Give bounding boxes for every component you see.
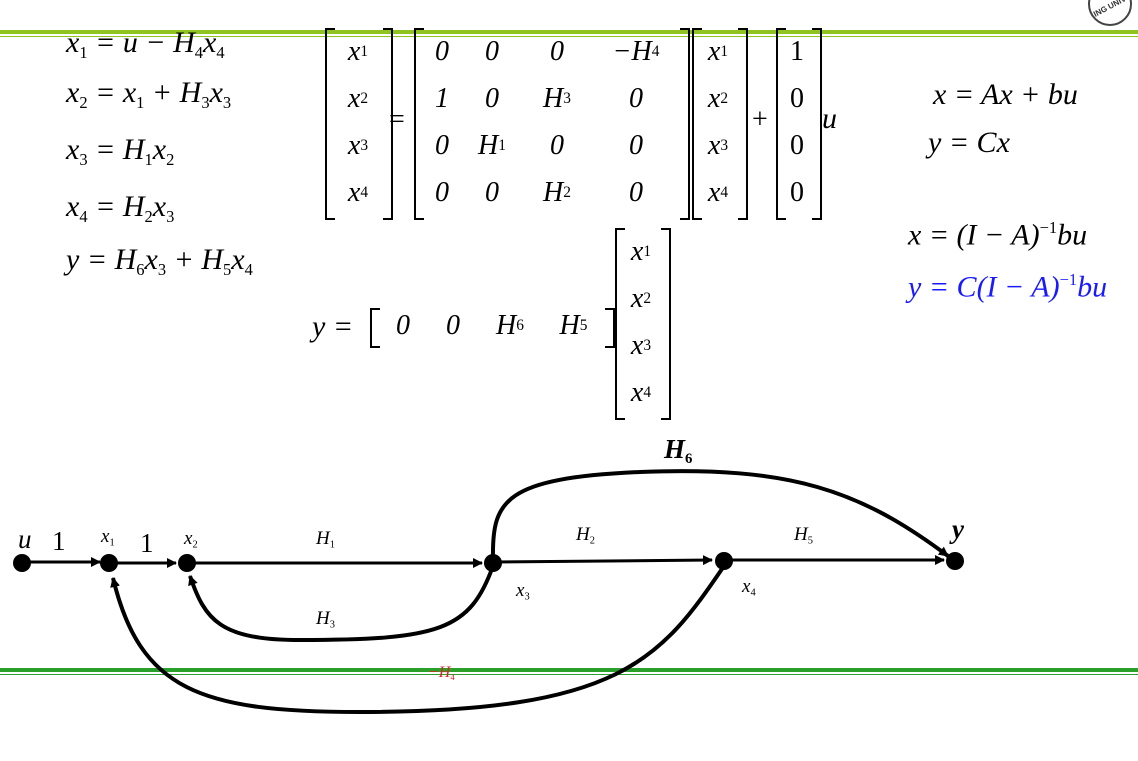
c-entry: 0	[396, 310, 410, 341]
node-x2	[178, 554, 196, 572]
transfer-function-eq: y = C(I − A)−1bu	[908, 270, 1108, 304]
node-x4-label: x4	[742, 576, 756, 599]
a-entry: 0	[435, 35, 449, 67]
state-vector-bracket-left	[325, 28, 335, 220]
node-u	[13, 554, 31, 572]
top-rule-thin	[0, 36, 1138, 37]
c-row-bracket-right	[605, 308, 615, 348]
top-rule-green	[0, 30, 1138, 34]
c-row-bracket-left	[370, 308, 380, 348]
a-entry: 0	[435, 176, 449, 208]
branch-minus-h4	[110, 564, 726, 715]
node-y-label: y	[952, 514, 964, 544]
a-entry: 0	[629, 176, 643, 208]
b-vector-bracket-right	[812, 28, 822, 220]
a-entry: 0	[435, 129, 449, 161]
compact-state-eq: x = Ax + bu	[933, 78, 1078, 111]
b-vector: 1 0 0 0	[782, 28, 812, 216]
node-u-label: u	[18, 524, 32, 554]
branch-h3	[188, 565, 495, 643]
branch-h3-label: H3	[316, 608, 335, 631]
b-entry: 0	[790, 82, 804, 114]
branch-h2-label: H2	[576, 524, 595, 547]
state-solution-eq: x = (I − A)−1bu	[908, 218, 1088, 252]
a-entry: 0	[485, 176, 499, 208]
bottom-rule-green	[0, 668, 1138, 672]
node-x2-label: x2	[184, 528, 198, 551]
state-vector-out-bracket-left	[615, 228, 625, 420]
branch-minus-h4-label: −H4	[428, 664, 455, 683]
node-x3	[484, 554, 502, 572]
equals-sign: =	[389, 104, 405, 135]
a-entry: 0	[550, 35, 564, 67]
state-equation-2: x2 = x1 + H3x3	[66, 76, 232, 112]
plus-sign: +	[752, 104, 768, 135]
input-symbol: u	[822, 102, 837, 135]
output-equation-scalar: y = H6x3 + H5x4	[66, 243, 253, 279]
a-entry: 0	[550, 129, 564, 161]
state-equation-3: x3 = H1x2	[66, 133, 175, 169]
a-entry: 0	[629, 129, 643, 161]
branch-h6-label: H6	[664, 434, 693, 468]
a-entry: 0	[485, 82, 499, 114]
node-x1-label: x1	[101, 526, 115, 549]
branch-h6	[490, 469, 950, 559]
b-entry: 0	[790, 129, 804, 161]
gain-u-x1-label: 1	[52, 526, 66, 556]
b-entry: 0	[790, 176, 804, 208]
a-entry: 0	[485, 35, 499, 67]
branch-h5-label: H5	[794, 524, 813, 547]
node-x3-label: x3	[516, 580, 530, 603]
branch-h2	[495, 555, 713, 566]
c-entry: 0	[446, 310, 460, 341]
state-equation-1: x1 = u − H4x4	[66, 26, 225, 62]
a-matrix-bracket-left	[414, 28, 424, 220]
branch-h1-label: H1	[316, 528, 335, 551]
gain-x1-x2-label: 1	[140, 528, 154, 558]
a-entry: 1	[435, 82, 449, 114]
bottom-rule-thin	[0, 674, 1138, 675]
output-equation-lhs: y =	[312, 310, 354, 343]
a-entry: 0	[629, 82, 643, 114]
a-matrix-bracket-right	[680, 28, 690, 220]
state-vector-rhs-bracket-left	[692, 28, 702, 220]
state-vector-out-bracket-right	[661, 228, 671, 420]
compact-output-eq: y = Cx	[928, 126, 1010, 159]
node-y	[946, 552, 964, 570]
state-vector-rhs-bracket-right	[738, 28, 748, 220]
node-x4	[715, 552, 733, 570]
state-equation-4: x4 = H2x3	[66, 190, 175, 226]
b-entry: 1	[790, 35, 804, 67]
state-vector-bracket-right	[383, 28, 393, 220]
b-vector-bracket-left	[776, 28, 786, 220]
node-x1	[100, 554, 118, 572]
